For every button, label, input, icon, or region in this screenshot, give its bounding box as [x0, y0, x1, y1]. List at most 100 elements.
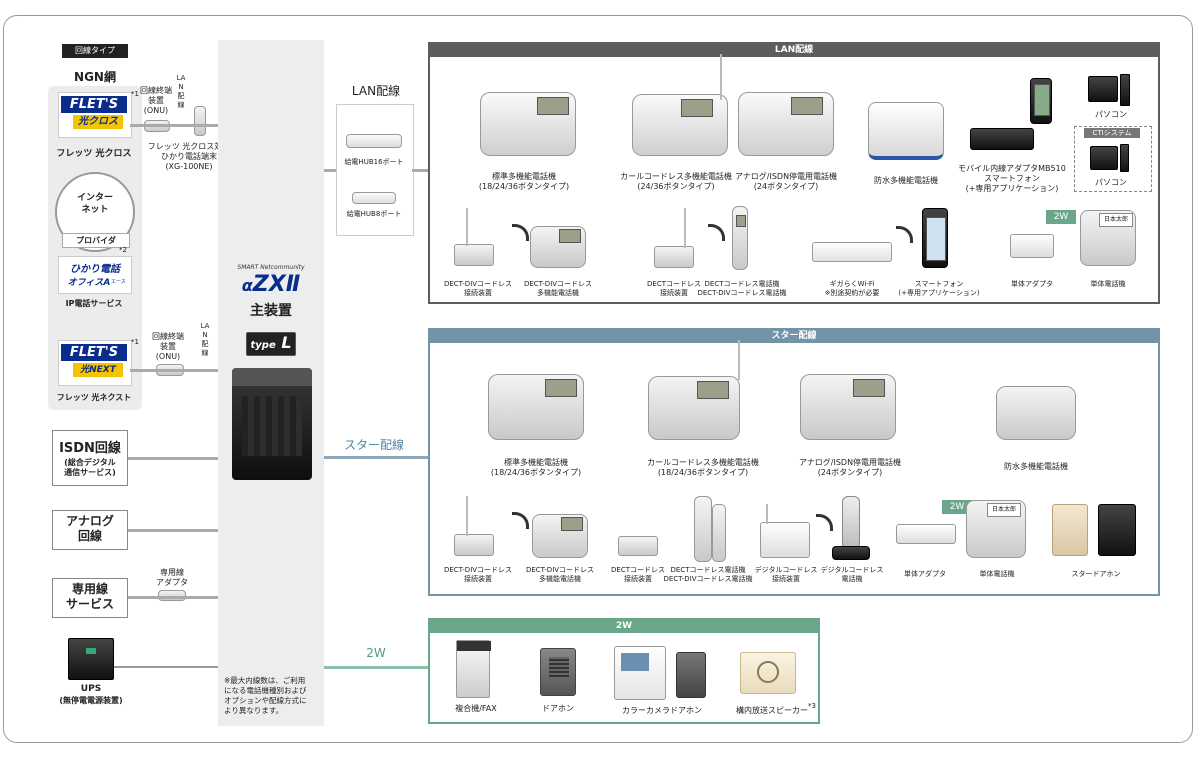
star-door-phone2-icon [1098, 504, 1136, 556]
lan-pc-icon [1088, 76, 1118, 102]
star-wifi-icon-1 [512, 512, 529, 529]
hub16-label: 給電HUB16ポート [344, 158, 404, 166]
star-wifi-icon-2 [816, 514, 833, 531]
lan-row2-label-4: ギガらくWi-Fi ※別途契約が必要 [824, 280, 880, 297]
diagram-frame [3, 15, 1193, 743]
lan-phone-display: 日本太郎 [1099, 213, 1133, 227]
cti-pc-icon [1090, 146, 1118, 170]
star-waterproof-phone-icon [996, 386, 1076, 440]
star-row1-label-3: 防水多機能電話機 [1004, 462, 1068, 471]
star-curl-antenna [738, 340, 740, 380]
lan-row1-label-3: 防水多機能電話機 [874, 176, 938, 185]
leased-box [52, 578, 128, 618]
line-star [324, 456, 428, 459]
onu2-label: 回線終端 装置 (ONU) [152, 332, 184, 361]
star-isdn-phone-icon [800, 374, 896, 440]
star-row2-label-0: DECT-DIVコードレス 接続装置 [443, 566, 513, 583]
star-row2-label-4: デジタルコードレス 接続装置 [754, 566, 818, 583]
lan-row2-label-6: 単体アダプタ [1011, 280, 1053, 288]
lan-pc-tower-icon [1120, 74, 1130, 106]
lan-dect-base-antenna [684, 208, 686, 248]
isdn-box [52, 430, 128, 486]
cti-title: CTIシステム [1084, 128, 1140, 138]
star-single-adapter-icon [896, 524, 956, 544]
lan-row1-label-1: カールコードレス多機能電話機 (24/36ボタンタイプ) [620, 172, 732, 191]
onu1-label: 回線終端 装置 (ONU) [140, 86, 172, 115]
star-two-w-badge: 2W [942, 500, 972, 514]
lan-dect-base-icon [654, 246, 694, 268]
flets-cross-mark: *1 [131, 90, 139, 98]
star-wiring-label: スター配線 [343, 438, 404, 452]
main-unit-title: 主装置 [250, 303, 292, 319]
door-phone-icon [540, 648, 576, 696]
isdn-sub: (総合デジタル 通信サービス) [64, 458, 116, 477]
main-note: ※最大内線数は、ご利用 になる電話機種別および オプションや配線方式に より異な… [224, 676, 307, 715]
star-dect-div-phone-icon [532, 514, 588, 558]
lan-panel [428, 42, 1160, 304]
ups-title: UPS [80, 684, 102, 694]
flets-next-logo-top: FLET'S [61, 344, 127, 361]
two-w-panel [428, 618, 820, 724]
star-row2-label-8: スタードアホン [1071, 570, 1121, 578]
main-unit-top [232, 368, 312, 386]
star-row2-label-3: DECTコードレス電話機 DECT-DIVコードレス電話機 [663, 566, 753, 583]
two-w-label-1: ドアホン [542, 704, 574, 713]
star-digital-charger-icon [832, 546, 870, 560]
star-panel [428, 328, 1160, 596]
hikari-logo-small: エース [111, 279, 126, 285]
lan-vertical-2: LAN配線 [200, 322, 210, 357]
star-row1-label-2: アナログ/ISDN停電用電話機 (24ボタンタイプ) [798, 458, 902, 477]
hikari-mark: *2 [119, 246, 127, 254]
line-two-w [324, 666, 428, 669]
speaker-mark: *3 [808, 702, 816, 710]
lan-vertical-1: LAN配線 [176, 74, 186, 109]
line-xg-to-main [130, 124, 218, 127]
lan-dect-div-base-icon [454, 244, 494, 266]
star-row1-label-1: カールコードレス多機能電話機 (18/24/36ボタンタイプ) [647, 458, 759, 477]
lan-panel-title: LAN配線 [430, 44, 1158, 57]
main-brand-zx: ZXⅡ [252, 272, 301, 297]
flets-next-name: フレッツ 光ネクスト [56, 393, 132, 402]
type-word: type [250, 340, 276, 351]
flets-next-logo: FLET'S 光NEXT [58, 340, 132, 386]
hikari-logo: ひかり電話 オフィスA エース [58, 256, 132, 294]
cti-pc-label: パソコン [1095, 178, 1127, 187]
hub8-label: 給電HUB8ポート [346, 210, 402, 218]
lan-two-w-badge: 2W [1046, 210, 1076, 224]
main-brand-small: SMART Netcommunity [237, 264, 305, 271]
analog-box [52, 510, 128, 550]
internet-label: インター ネット [76, 193, 113, 215]
star-dect-handset2-icon [712, 504, 726, 562]
camera-door-monitor-icon [614, 646, 666, 700]
lan-dect-div-base-antenna [466, 208, 468, 246]
flets-cross-name: フレッツ 光クロス [56, 149, 132, 159]
two-w-label: 2W [366, 646, 386, 660]
ngn-label: NGN網 [74, 70, 116, 84]
ups-sub: (無停電電源装置) [59, 696, 123, 705]
flets-next-logo-bottom: 光NEXT [73, 363, 123, 377]
star-std-phone-icon [488, 374, 584, 440]
main-unit-device [232, 368, 312, 480]
line-hub-to-lan [412, 169, 428, 172]
star-dect-base-icon [618, 536, 658, 556]
flets-next-mark: *1 [131, 338, 139, 346]
main-unit-panel [242, 396, 302, 456]
lan-row2-label-7: 単体電話機 [1090, 280, 1126, 288]
analog-title: アナログ 回線 [66, 514, 114, 543]
lan-wifi-icon-3 [896, 226, 913, 243]
line-analog [128, 529, 218, 532]
line-leased [128, 596, 218, 599]
star-dect-handset-icon [694, 496, 712, 562]
star-row2-label-7: 単体電話機 [979, 570, 1015, 578]
cti-pc-tower-icon [1120, 144, 1129, 172]
star-row1-label-0: 標準多機能電話機 (18/24/36ボタンタイプ) [490, 458, 582, 477]
flets-cross-logo: FLET'S 光クロス [58, 92, 132, 138]
fax-icon [456, 640, 491, 698]
lan-wifi-icon-2 [708, 224, 725, 241]
star-row2-label-6: 単体アダプタ [904, 570, 946, 578]
star-dect-div-base-icon [454, 534, 494, 556]
lan-single-phone-icon: 日本太郎 [1080, 210, 1136, 266]
lan-wifi-icon-1 [512, 224, 529, 241]
type-letter: L [281, 333, 292, 352]
star-row2-label-2: DECTコードレス 接続装置 [611, 566, 665, 583]
